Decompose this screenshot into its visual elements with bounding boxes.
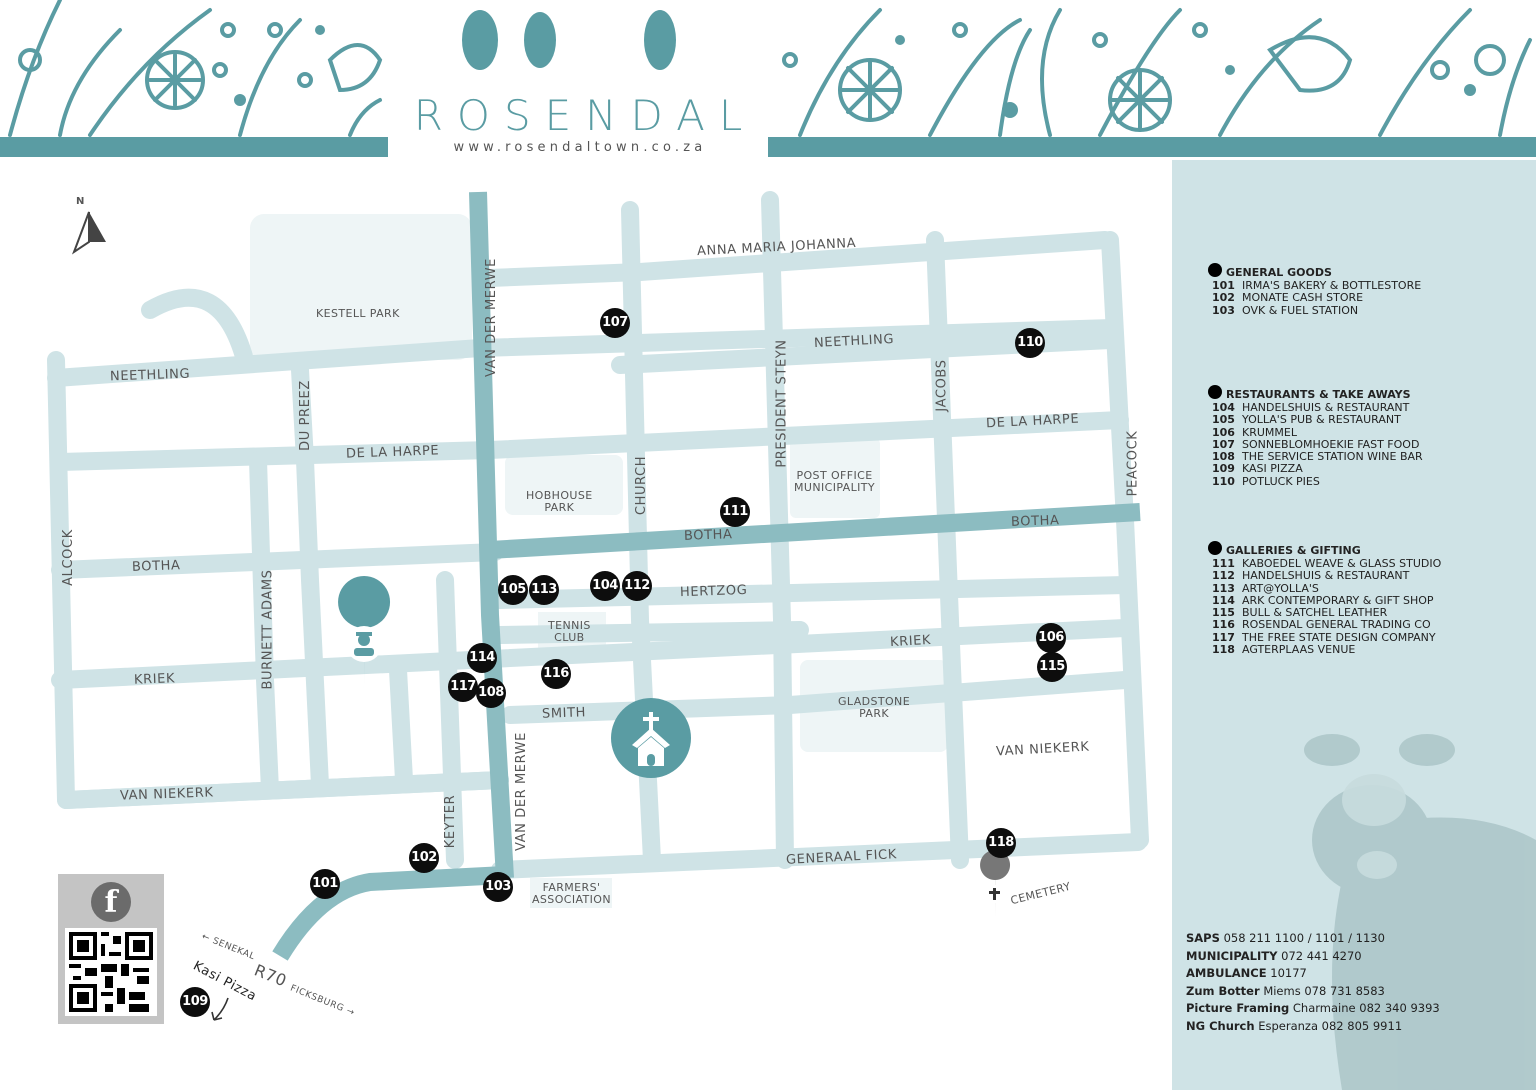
farmers-association-label: FARMERS'ASSOCIATION [532,881,611,906]
street-label: KEYTER [443,794,459,849]
street-label: HERTZOG [679,582,748,601]
contact-line: SAPS 058 211 1100 / 1101 / 1130 [1186,931,1385,945]
location-pin-113[interactable]: 113 [529,575,559,605]
contact-line: Zum Botter Miems 078 731 8583 [1186,983,1385,998]
location-pin-102[interactable]: 102 [409,843,439,873]
location-pin-118[interactable]: 118 [986,828,1016,858]
police-station-pin-icon [338,576,391,688]
contact-line: MUNICIPALITY 072 441 4270 [1186,948,1362,963]
website-url[interactable]: www.rosendaltown.co.za [453,140,707,155]
compass-north-label: N [76,196,85,207]
social-qr-card[interactable]: f [58,874,164,1024]
street-label: KRIEK [889,632,932,651]
street-label: DU PREEZ [297,380,313,451]
location-pin-103[interactable]: 103 [483,872,513,902]
location-pin-108[interactable]: 108 [476,678,506,708]
location-pin-106[interactable]: 106 [1036,623,1066,653]
street-label: NEETHLING [109,366,191,385]
location-pin-107[interactable]: 107 [600,308,630,338]
street-label: VAN DER MERWE [484,257,500,378]
location-pin-115[interactable]: 115 [1037,652,1067,682]
north-arrow-icon [71,211,106,255]
title-block: ROSENDAL www.rosendaltown.co.za [390,78,766,160]
location-pin-104[interactable]: 104 [590,571,620,601]
church-icon [611,698,691,778]
facebook-icon[interactable]: f [91,882,131,922]
street-label: BURNETT ADAMS [260,569,276,690]
street-label: KRIEK [133,671,176,688]
location-pin-117[interactable]: 117 [448,672,478,702]
street-label: BOTHA [131,558,181,575]
contact-line: Picture Framing Charmaine 082 340 9393 [1186,1001,1440,1016]
street-label: BOTHA [683,527,733,544]
category-dot-icon [1208,262,1222,277]
street-label: VAN DER MERWE [514,731,530,852]
street-label: CHURCH [634,455,650,516]
town-title: ROSENDAL [413,91,757,140]
location-pin-110[interactable]: 110 [1015,328,1045,358]
contact-line: AMBULANCE 10177 [1186,966,1307,981]
floral-header-banner: ROSENDAL www.rosendaltown.co.za [0,0,1536,160]
contact-line: NG Church Esperanza 082 805 9911 [1186,1018,1403,1033]
location-pin-112[interactable]: 112 [622,571,652,601]
qr-code-icon[interactable] [65,928,157,1016]
location-pin-114[interactable]: 114 [467,643,497,673]
street-label: PRESIDENT STEYN [774,339,790,468]
kestell-park-label: KESTELL PARK [316,307,400,320]
location-pin-101[interactable]: 101 [310,869,340,899]
location-pin-116[interactable]: 116 [541,659,571,689]
street-label: JACOBS [934,359,950,412]
street-label: ALCOCK [60,529,76,586]
street-label: BOTHA [1010,513,1060,530]
location-pin-111[interactable]: 111 [720,497,750,527]
banner-band-right [768,137,1536,157]
category-dot-icon [1208,384,1222,399]
town-map[interactable]: N ANNA MARIA JOHANNA NEETHLING NEETHLING… [0,160,1172,1090]
banner-band-left [0,137,388,157]
location-pin-105[interactable]: 105 [498,575,528,605]
floral-pattern-icon [8,0,1532,137]
cow-illustration-icon [1304,734,1536,1090]
street-label: PEACOCK [1125,430,1141,497]
street-label: SMITH [541,705,587,722]
cemetery-pin-icon [980,850,1011,918]
location-pin-109[interactable]: 109 [180,987,210,1017]
emergency-contacts: SAPS 058 211 1100 / 1101 / 1130 MUNICIPA… [1186,930,1440,1036]
category-dot-icon [1208,540,1222,555]
